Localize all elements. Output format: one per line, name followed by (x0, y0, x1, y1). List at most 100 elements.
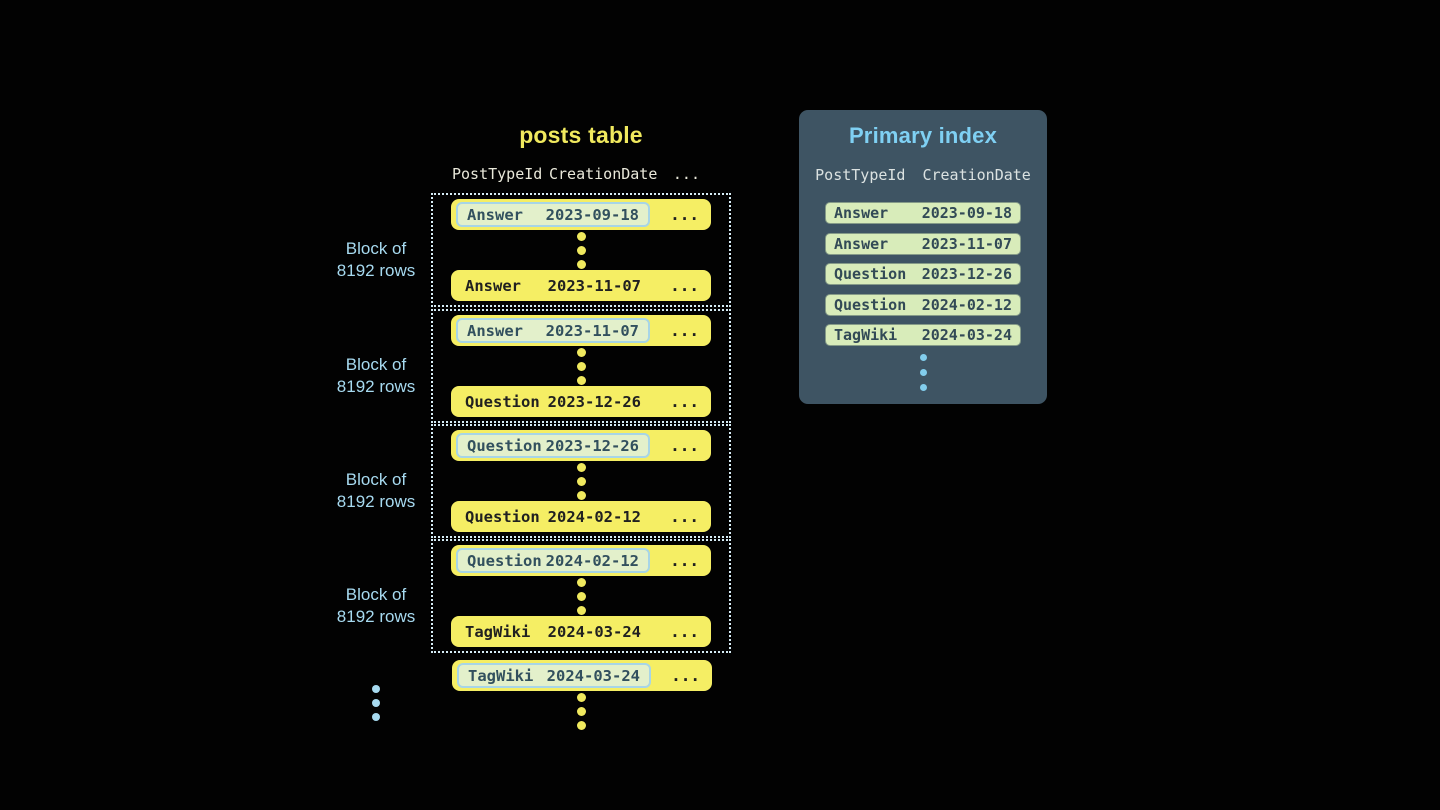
row-cells: Answer 2023-11-07 (456, 273, 650, 298)
cell-posttypeid: Answer (467, 321, 523, 340)
index-entry: Question 2023-12-26 (825, 263, 1021, 285)
ellipsis-dot (576, 490, 586, 500)
ellipsis-dot (576, 375, 586, 385)
ellipsis-dot (576, 476, 586, 486)
cell-creationdate: 2023-12-26 (545, 436, 639, 455)
table-row: Answer 2023-11-07 ... (451, 315, 711, 346)
block-label-line1: Block of (345, 239, 407, 258)
row-cells: TagWiki 2024-03-24 (456, 619, 650, 644)
primary-index-title: Primary index (848, 123, 998, 148)
cell-posttypeid: Question (467, 551, 542, 570)
cell-posttypeid: Answer (467, 205, 523, 224)
vertical-ellipsis (919, 354, 927, 391)
table-row: Question 2023-12-26 ... (451, 386, 711, 417)
block-label-4: Block of 8192 rows (306, 584, 446, 627)
cell-creationdate: 2023-11-07 (545, 321, 639, 340)
ellipsis-dot (576, 245, 586, 255)
ellipsis-dot (576, 259, 586, 269)
ellipsis-dot (576, 462, 586, 472)
more-columns-ellipsis: ... (671, 665, 700, 685)
cell-posttypeid: Question (834, 295, 907, 314)
more-columns-ellipsis: ... (670, 320, 699, 340)
vertical-ellipsis (576, 577, 586, 615)
header-more-columns: ... (672, 165, 700, 183)
cell-posttypeid: Question (467, 436, 542, 455)
ellipsis-dot (372, 713, 380, 721)
block-label-line2: 8192 rows (336, 376, 416, 396)
ellipsis-dot (576, 231, 586, 241)
ellipsis-dot (576, 577, 586, 587)
vertical-ellipsis (576, 231, 586, 269)
table-row: TagWiki 2024-03-24 ... (451, 616, 711, 647)
ellipsis-dot (372, 685, 380, 693)
cell-creationdate: 2024-02-12 (547, 507, 641, 526)
cell-creationdate: 2023-12-26 (547, 392, 641, 411)
cell-posttypeid: TagWiki (468, 666, 534, 685)
cell-creationdate: 2023-09-18 (921, 204, 1012, 222)
indexed-row-highlight: TagWiki 2024-03-24 (457, 663, 651, 688)
more-columns-ellipsis: ... (670, 621, 699, 641)
row-block-3: Question 2023-12-26 ... Question 2024-02… (431, 424, 731, 538)
row-block-2: Answer 2023-11-07 ... Question 2023-12-2… (431, 309, 731, 423)
table-row: Answer 2023-11-07 ... (451, 270, 711, 301)
cell-creationdate: 2024-02-12 (545, 551, 639, 570)
block-label-line1: Block of (345, 470, 407, 489)
ellipsis-dot (919, 369, 927, 376)
indexed-row-highlight: Answer 2023-11-07 (456, 318, 650, 343)
indexed-row-highlight: Answer 2023-09-18 (456, 202, 650, 227)
header-creationdate: CreationDate (922, 166, 1031, 184)
cell-creationdate: 2023-09-18 (545, 205, 639, 224)
primary-index-rows: Answer 2023-09-18 Answer 2023-11-07 Ques… (825, 202, 1021, 346)
more-columns-ellipsis: ... (670, 275, 699, 295)
indexed-row-highlight: Question 2023-12-26 (456, 433, 650, 458)
cell-posttypeid: Question (465, 507, 540, 526)
cell-posttypeid: TagWiki (834, 326, 898, 344)
posts-table-headers: PostTypeId CreationDate ... (452, 165, 708, 183)
cell-creationdate: 2024-02-12 (921, 295, 1012, 314)
header-creationdate: CreationDate (549, 165, 658, 183)
ellipsis-dot (577, 721, 586, 730)
row-block-1: Answer 2023-09-18 ... Answer 2023-11-07 … (431, 193, 731, 307)
posts-table-title: posts table (519, 122, 643, 148)
table-row: Answer 2023-09-18 ... (451, 199, 711, 230)
block-label-line1: Block of (345, 355, 407, 374)
cell-creationdate: 2023-12-26 (921, 265, 1012, 283)
block-label-1: Block of 8192 rows (306, 238, 446, 281)
ellipsis-dot (372, 699, 380, 707)
vertical-ellipsis (576, 462, 586, 500)
index-entry: Question 2024-02-12 (825, 293, 1021, 316)
cell-posttypeid: Question (465, 392, 540, 411)
block-label-line2: 8192 rows (336, 260, 416, 280)
header-posttypeid: PostTypeId (815, 166, 906, 184)
more-columns-ellipsis: ... (670, 550, 699, 570)
vertical-ellipsis (577, 693, 586, 730)
block-label-line2: 8192 rows (336, 491, 416, 511)
block-label-2: Block of 8192 rows (306, 354, 446, 397)
cell-posttypeid: Answer (834, 234, 889, 253)
cell-posttypeid: Question (834, 265, 907, 283)
cell-creationdate: 2023-11-07 (547, 276, 641, 295)
table-row: Question 2024-02-12 ... (451, 501, 711, 532)
ellipsis-dot (577, 693, 586, 702)
more-columns-ellipsis: ... (670, 435, 699, 455)
more-index-entries (799, 354, 1047, 391)
block-label-line2: 8192 rows (336, 606, 416, 626)
ellipsis-dot (577, 707, 586, 716)
ellipsis-dot (576, 347, 586, 357)
index-entry: Answer 2023-11-07 (825, 232, 1021, 255)
ellipsis-dot (576, 591, 586, 601)
table-row: Question 2024-02-12 ... (451, 545, 711, 576)
cell-posttypeid: Answer (834, 204, 889, 222)
row-cells: Question 2024-02-12 (456, 504, 650, 529)
cell-creationdate: 2024-03-24 (921, 326, 1012, 344)
table-row: Question 2023-12-26 ... (451, 430, 711, 461)
cell-creationdate: 2024-03-24 (546, 666, 640, 685)
more-columns-ellipsis: ... (670, 391, 699, 411)
row-cells: Question 2023-12-26 (456, 389, 650, 414)
ellipsis-dot (919, 354, 927, 361)
indexed-row-highlight: Question 2024-02-12 (456, 548, 650, 573)
index-entry: Answer 2023-09-18 (825, 202, 1021, 224)
ellipsis-dot (576, 605, 586, 615)
ellipsis-dot (576, 361, 586, 371)
